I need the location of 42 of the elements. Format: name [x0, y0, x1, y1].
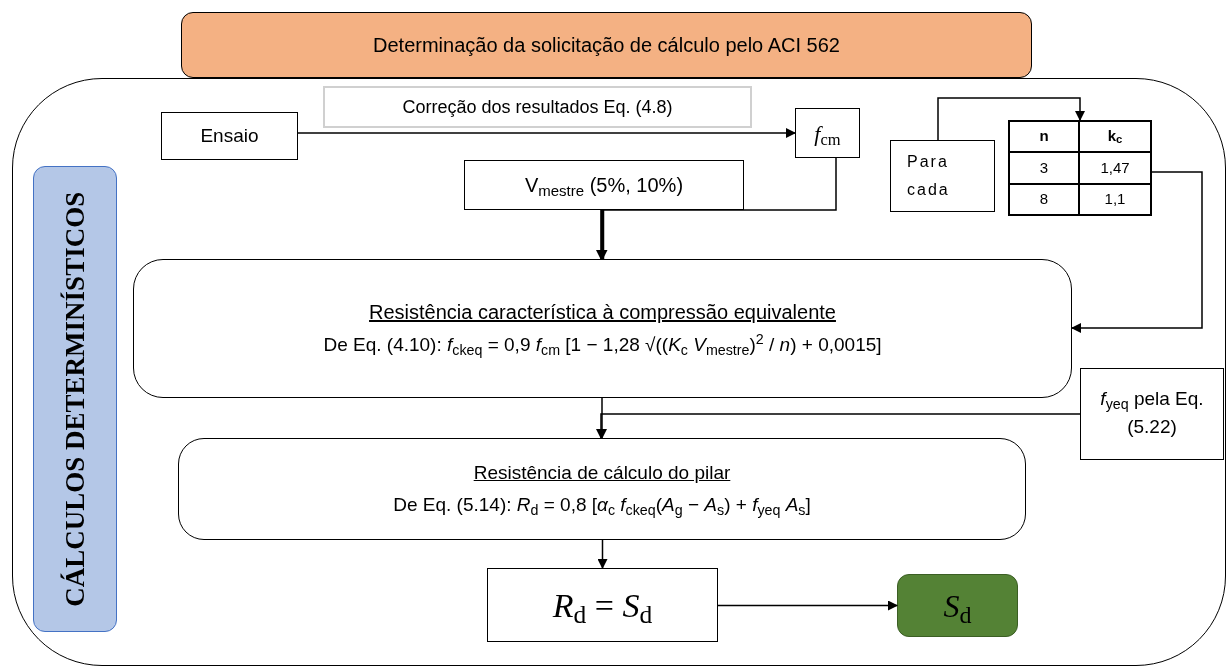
result-box [897, 574, 1018, 637]
input-box [464, 160, 744, 210]
equation-box [487, 568, 718, 642]
data-table [1008, 120, 1152, 216]
arrow [597, 210, 608, 260]
box-heading: Resistência de cálculo do pilar [473, 460, 731, 485]
equation-text: R$_{d}$ = S$_{d}$ [552, 585, 653, 631]
table-cell: 8 [1010, 184, 1080, 214]
box-label: Para cada [907, 152, 951, 200]
box-label: Ensaio [200, 123, 259, 148]
table-header-cell: k$_{c}$ [1080, 122, 1150, 154]
result-label: S$_{d}$ [943, 586, 972, 630]
side-label-panel [33, 166, 117, 632]
table-header-cell: n [1010, 122, 1080, 154]
formula-text: De Eq. (4.10): f$_{ckeq}$ = 0,9 f$_{cm}$ [1 − 1,28 √((K$_{c}$ V$_{mestre}$)$^{2}$ / n) + 0,0015] [323, 331, 882, 360]
container-panel [12, 78, 1226, 666]
variable-box [795, 108, 860, 158]
title-text: Determinação da solicitação de cálculo pelo ACI 562 [373, 33, 840, 58]
arrow [597, 539, 608, 569]
table-cell: 3 [1010, 153, 1080, 185]
box-label: V$_{mestre}$ (5%, 10%) [524, 173, 684, 200]
formula-text: De Eq. (5.14): R$_{d}$ = 0,8 [α$_{c}$ f$_{ckeq}$(A$_{g}$ − A$_{s}$) + f$_{yeq}$ A$_{s}$] [393, 493, 811, 520]
input-box [1080, 368, 1224, 460]
table-cell-text: 1,1 [1103, 189, 1127, 210]
process-box [161, 112, 298, 160]
box-heading: Resistência característica à compressão equivalente [369, 300, 836, 326]
process-box [890, 140, 995, 212]
title-banner [181, 12, 1032, 78]
arrow [937, 97, 1085, 141]
box-label: f$_{yeq}$ pela Eq.(5.22) [1099, 387, 1205, 439]
table-cell: 1,47 [1080, 153, 1150, 185]
vertical-label: CÁLCULOS DETERMINÍSTICOS [58, 191, 91, 607]
arrow [717, 600, 898, 611]
note-text: Correção dos resultados Eq. (4.8) [402, 95, 673, 119]
process-box [133, 259, 1072, 398]
process-box [178, 438, 1026, 540]
arrow [1071, 171, 1203, 333]
arrow [596, 413, 1081, 439]
variable-label: f$_{cm}$ [814, 119, 841, 150]
arrow [297, 128, 796, 138]
arrow [596, 157, 837, 260]
note-box [323, 86, 752, 128]
